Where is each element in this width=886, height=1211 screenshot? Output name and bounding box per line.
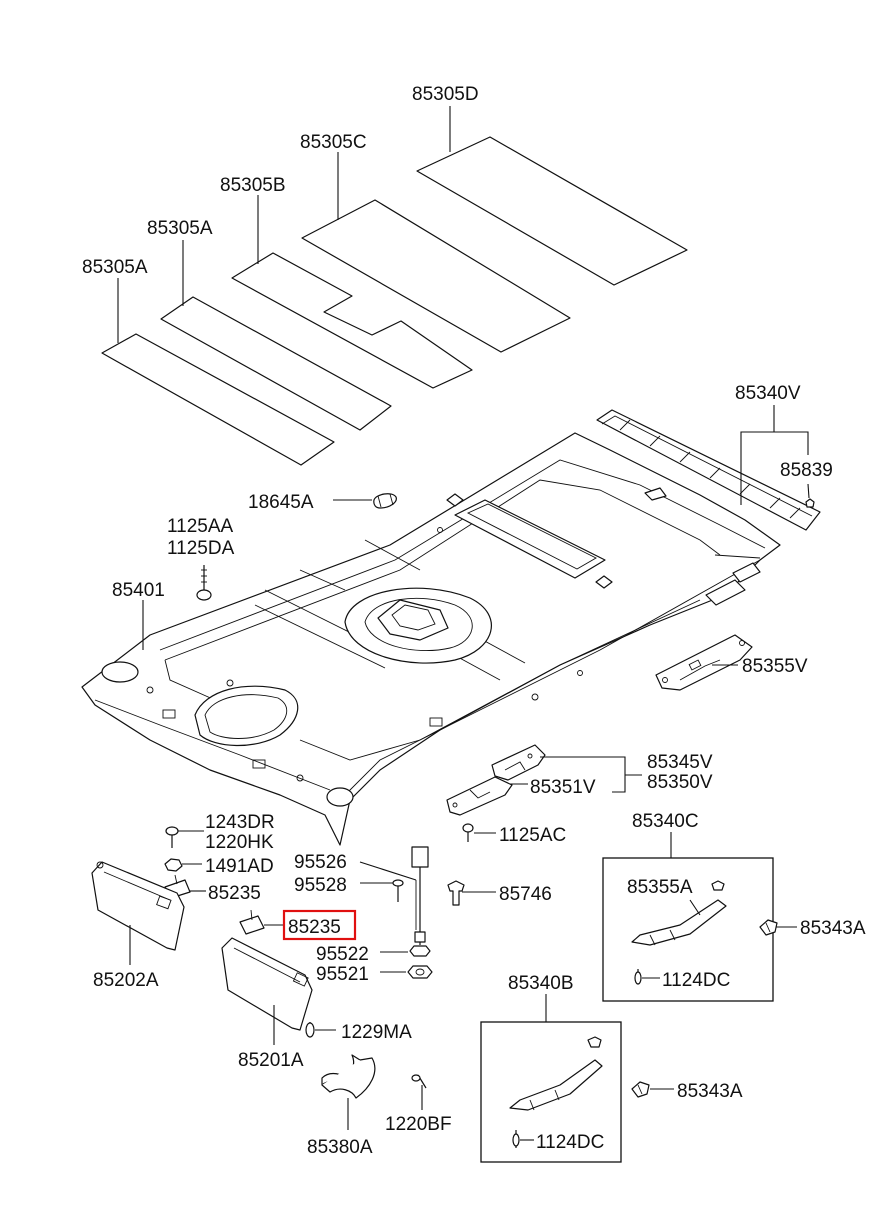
label-85305B: 85305B xyxy=(220,175,286,196)
screw-1229MA xyxy=(305,1022,315,1038)
label-1243DR: 1243DR xyxy=(205,812,275,833)
bolt-95528 xyxy=(392,879,404,902)
label-85305A-lower: 85305A xyxy=(82,257,148,278)
clip-85343A-lower xyxy=(631,1081,650,1098)
screw-1124DC-lower xyxy=(512,1130,520,1148)
box-85340B xyxy=(480,1021,622,1163)
pad-85305A-upper xyxy=(160,296,392,431)
label-95522: 95522 xyxy=(316,944,369,965)
label-1125AA: 1125AA xyxy=(167,516,234,537)
label-85305D: 85305D xyxy=(412,84,479,105)
pad-85305C xyxy=(301,199,571,353)
label-1491AD: 1491AD xyxy=(205,856,274,877)
headliner-85401 xyxy=(81,432,781,846)
nut-1491AD xyxy=(164,858,183,872)
label-1220HK: 1220HK xyxy=(205,832,274,853)
label-95526: 95526 xyxy=(294,852,347,873)
label-1124DC-lower: 1124DC xyxy=(536,1132,604,1153)
leader-95526 xyxy=(359,861,417,881)
clip-85839 xyxy=(805,498,815,508)
label-85235-highlighted: 85235 xyxy=(288,917,341,938)
label-85343A-upper: 85343A xyxy=(800,918,866,939)
visor-85201A xyxy=(221,937,313,1031)
label-95521: 95521 xyxy=(316,964,369,985)
harness-95526 xyxy=(411,846,429,945)
label-85202A: 85202A xyxy=(93,970,159,991)
bracket-85355V xyxy=(655,634,753,691)
label-85201A: 85201A xyxy=(238,1050,304,1071)
leader-85355A xyxy=(689,899,701,916)
label-85350V: 85350V xyxy=(647,772,713,793)
nut-95522 xyxy=(409,945,431,957)
label-85305A-upper: 85305A xyxy=(147,218,213,239)
label-1125DA: 1125DA xyxy=(167,538,235,559)
visor-85202A xyxy=(91,861,185,951)
label-1229MA: 1229MA xyxy=(341,1022,412,1043)
trim-85340B-part xyxy=(509,1036,603,1111)
label-85839: 85839 xyxy=(780,460,833,481)
screw-1125AA xyxy=(196,565,212,601)
label-18645A: 18645A xyxy=(248,492,314,513)
label-85345V: 85345V xyxy=(647,752,713,773)
label-85401: 85401 xyxy=(112,580,165,601)
nut-95521 xyxy=(407,965,433,979)
label-85340V: 85340V xyxy=(735,383,801,404)
label-85355A: 85355A xyxy=(627,877,693,898)
pad-85305A-lower xyxy=(101,333,335,466)
screw-1220BF xyxy=(411,1074,427,1089)
holder-85235-lower xyxy=(239,909,265,935)
clip-85746 xyxy=(447,880,465,906)
handle-85380A xyxy=(321,1054,376,1099)
clip-85343A-upper xyxy=(759,919,778,936)
pad-85305D xyxy=(416,136,688,286)
screw-1125AC xyxy=(462,823,474,842)
label-85351V: 85351V xyxy=(530,777,596,798)
label-85340B: 85340B xyxy=(508,973,574,994)
label-1220BF: 1220BF xyxy=(385,1114,452,1135)
bulb-18645A xyxy=(373,493,397,509)
rear-trim-85340V xyxy=(596,409,821,531)
label-85746: 85746 xyxy=(499,884,552,905)
trim-85340C-part xyxy=(631,880,727,946)
label-85355V: 85355V xyxy=(742,656,808,677)
label-1124DC-upper: 1124DC xyxy=(662,970,730,991)
highlight-85235 xyxy=(282,909,357,941)
screw-1124DC-upper xyxy=(634,969,642,985)
screw-1243DR xyxy=(165,826,179,848)
label-85343A-lower: 85343A xyxy=(677,1081,743,1102)
label-95528: 95528 xyxy=(294,875,347,896)
label-1125AC: 1125AC xyxy=(499,825,566,846)
label-85380A: 85380A xyxy=(307,1137,373,1158)
label-85235-upper: 85235 xyxy=(208,883,261,904)
pad-85305B xyxy=(231,252,473,389)
bracket-85345V xyxy=(491,744,546,781)
leader-85839 xyxy=(807,483,810,499)
bracket-85351V xyxy=(446,776,513,816)
label-85340C: 85340C xyxy=(632,811,699,832)
label-85305C: 85305C xyxy=(300,132,367,153)
